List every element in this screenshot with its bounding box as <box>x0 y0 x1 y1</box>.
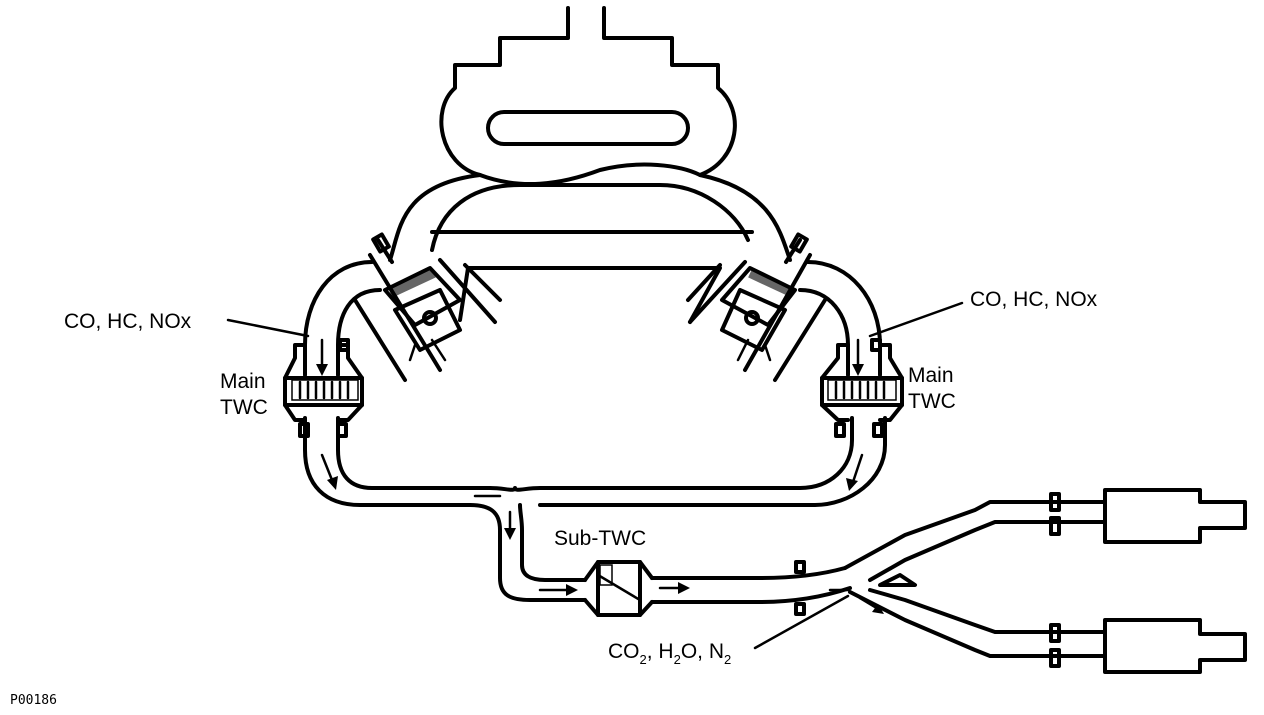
right-main-label: Main <box>908 364 954 387</box>
upper-muffler <box>1103 488 1247 544</box>
leader-lines <box>226 301 964 650</box>
left-cylinder-bank <box>353 232 502 382</box>
left-spark-plug <box>371 232 394 264</box>
right-spark-plug <box>784 232 809 264</box>
sub-twc-converter <box>583 560 852 617</box>
left-piston <box>383 266 462 362</box>
left-main-twc <box>283 338 364 438</box>
left-twc-label: TWC <box>220 396 268 419</box>
lower-muffler <box>1103 618 1247 674</box>
tailpipe-split <box>843 492 1107 668</box>
right-piston <box>720 266 797 362</box>
left-exhaust-pipe <box>303 260 887 602</box>
outlet-gas-label: CO2, H2O, N2 <box>608 640 731 667</box>
flow-arrows <box>316 338 884 614</box>
sub-twc-label: Sub-TWC <box>554 527 646 550</box>
right-cylinder-bank <box>686 232 827 382</box>
right-twc-label: TWC <box>908 390 956 413</box>
svg-text:CO2, H2O, N2: CO2, H2O, N2 <box>608 640 731 667</box>
right-main-twc <box>820 338 904 438</box>
intake-plenum <box>388 6 792 324</box>
left-gas-label: CO, HC, NOx <box>64 310 192 333</box>
left-main-label: Main <box>220 370 266 393</box>
figure-code: P00186 <box>10 693 57 708</box>
right-gas-label: CO, HC, NOx <box>970 288 1098 311</box>
